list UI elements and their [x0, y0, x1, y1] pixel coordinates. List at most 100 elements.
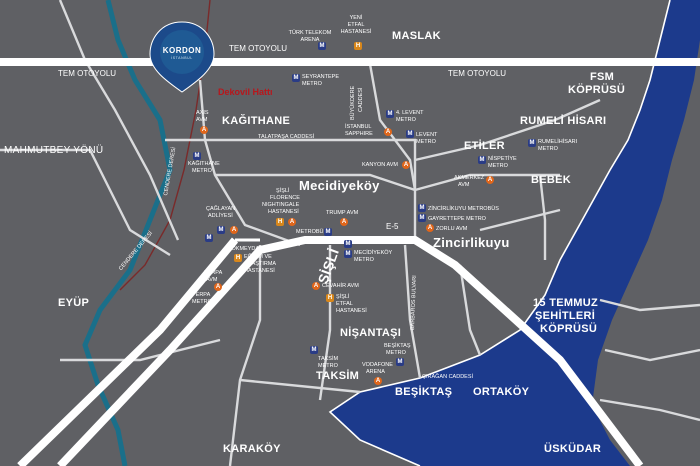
- poi-yeni-etfal-2: ETFAL: [347, 22, 365, 28]
- poi-kagithane-metro-1: KAĞITHANE: [188, 161, 220, 167]
- poi-levent4-1: 4. LEVENT: [396, 110, 424, 116]
- location-pin-inner: [160, 30, 204, 74]
- poi-caglayan-1: ÇAĞLAYAN: [206, 206, 236, 212]
- poi-vodafone-1: VODAFONE: [362, 362, 393, 368]
- district-karakoy: KARAKÖY: [223, 443, 281, 455]
- metro-icon: M: [205, 234, 213, 242]
- metro-icon: M: [292, 74, 300, 82]
- metro-icon: M: [344, 240, 352, 248]
- district-rumeli-hisari: RUMELİ HİSARI: [520, 115, 607, 127]
- brand-tagline: İSTANBUL: [171, 56, 193, 60]
- avm-icon: A: [288, 218, 296, 226]
- district-uskudar: ÜSKÜDAR: [544, 443, 602, 455]
- avm-icon: A: [214, 283, 222, 291]
- poi-zincirlikuyu-metrobus: ZİNCİRLİKUYU METROBÜS: [428, 206, 499, 212]
- poi-perpa-metro-2: METRO: [192, 299, 212, 305]
- poi-florence-2: FLORENCE: [270, 195, 300, 201]
- poi-perpa-1: PERPA: [204, 270, 223, 276]
- poi-seyrantepe-1: SEYRANTEPE: [302, 74, 339, 80]
- poi-perpa-metro-1: PERPA: [192, 292, 211, 298]
- poi-okmeydani-4: HASTANESİ: [244, 268, 275, 274]
- poi-turk-telekom-1: TÜRK TELEKOM: [288, 30, 332, 36]
- poi-sisli-etfal-1: ŞİŞLİ: [336, 294, 350, 300]
- district-zincirlikuyu: Zincirlikuyu: [433, 235, 510, 250]
- metro-icon: M: [318, 42, 326, 50]
- poi-axis-1: AXIS: [196, 110, 209, 116]
- metro-icon: M: [324, 228, 332, 236]
- district-nisantasi: NİŞANTAŞI: [340, 327, 402, 339]
- road-tem-left: TEM OTOYOLU: [58, 69, 117, 78]
- poi-florence-4: HASTANESİ: [268, 209, 299, 215]
- road-e5: E-5: [386, 222, 399, 231]
- asia-shore: [592, 0, 700, 466]
- poi-levent4-2: METRO: [396, 117, 416, 123]
- poi-mecidiyekoy-metro-2: METRO: [354, 257, 374, 263]
- road-buyukdere-1: BÜYÜKDERE: [350, 85, 356, 120]
- poi-akmerkez-2: AVM: [458, 182, 470, 188]
- avm-icon: A: [200, 126, 208, 134]
- poi-gayrettepe: GAYRETTEPE METRO: [428, 216, 486, 222]
- poi-levent-2: METRO: [416, 139, 436, 145]
- poi-sapphire-2: SAPPHIRE: [345, 131, 373, 137]
- metro-icon: M: [193, 152, 201, 160]
- metro-icon: M: [478, 156, 486, 164]
- district-mecidiyekoy: Mecidiyeköy: [299, 178, 380, 193]
- poi-yeni-etfal-1: YENİ: [349, 15, 363, 21]
- metro-icon: M: [217, 226, 225, 234]
- hospital-icon: H: [326, 294, 334, 302]
- brand-name: KORDON: [162, 46, 202, 55]
- metro-icon: M: [310, 346, 318, 354]
- hospital-icon: H: [234, 254, 242, 262]
- poi-besiktas-metro-1: BEŞİKTAŞ: [384, 343, 411, 349]
- road-buyukdere-2: CADDESİ: [358, 87, 364, 112]
- road-talatpasa: TALATPAŞA CADDESİ: [258, 134, 315, 140]
- road-ciragan: ÇIRAĞAN CADDESİ: [422, 374, 474, 380]
- poi-sisli-etfal-3: HASTANESİ: [336, 308, 367, 314]
- hospital-icon: H: [354, 42, 362, 50]
- district-kagithane: KAĞITHANE: [222, 115, 291, 127]
- poi-nispetiye-2: METRO: [488, 163, 508, 169]
- avm-icon: A: [486, 176, 494, 184]
- avm-icon: A: [402, 161, 410, 169]
- poi-taksim-metro-1: TAKSİM: [318, 356, 339, 362]
- poi-kagithane-metro-2: METRO: [192, 168, 212, 174]
- district-taksim: TAKSİM: [316, 370, 360, 382]
- metro-icon: M: [418, 214, 426, 222]
- poi-rumelihisari-1: RUMELİHİSARI: [538, 139, 578, 145]
- metro-icon: M: [386, 110, 394, 118]
- poi-florence-3: NIGHTINGALE: [262, 202, 300, 208]
- poi-metrobus: METROBÜS: [296, 229, 328, 235]
- poi-besiktas-metro-2: METRO: [386, 350, 406, 356]
- district-besiktas: BEŞİKTAŞ: [395, 386, 453, 398]
- poi-seyrantepe-2: METRO: [302, 81, 322, 87]
- poi-cevahir: CEVAHİR AVM: [322, 283, 359, 289]
- poi-zorlu: ZORLU AVM: [436, 226, 468, 232]
- metro-icon: M: [528, 139, 536, 147]
- avm-icon: A: [340, 218, 348, 226]
- poi-kanyon: KANYON AVM: [362, 162, 398, 168]
- avm-icon: A: [312, 282, 320, 290]
- district-maslak: MASLAK: [392, 30, 441, 42]
- poi-yeni-etfal-3: HASTANESİ: [340, 29, 372, 35]
- metro-icon: M: [344, 250, 352, 258]
- bridge-15-temmuz-3: KÖPRÜSÜ: [540, 323, 598, 335]
- poi-okmeydani-1: OKMEYDANI: [231, 246, 265, 252]
- poi-okmeydani-3: ARAŞTIRMA: [244, 261, 277, 267]
- bridge-15-temmuz-1: 15 TEMMUZ: [533, 297, 599, 309]
- avm-icon: A: [384, 128, 392, 136]
- poi-nispetiye-1: NİSPETİYE: [488, 156, 517, 162]
- district-fsm-2: KÖPRÜSÜ: [568, 84, 626, 96]
- major-roads: [0, 58, 700, 466]
- poi-okmeydani-2: EĞİTİM VE: [244, 254, 272, 260]
- poi-levent-1: LEVENT: [416, 132, 438, 138]
- bridge-15-temmuz-2: ŞEHİTLERİ: [535, 310, 596, 322]
- poi-taksim-metro-2: METRO: [318, 363, 338, 369]
- poi-sisli-etfal-2: ETFAL: [336, 301, 353, 307]
- district-mahmutbey: MAHMUTBEY YÖNÜ: [4, 145, 104, 156]
- hospital-icon: H: [276, 218, 284, 226]
- avm-icon: A: [426, 224, 434, 232]
- poi-florence-1: ŞİŞLİ: [276, 188, 290, 194]
